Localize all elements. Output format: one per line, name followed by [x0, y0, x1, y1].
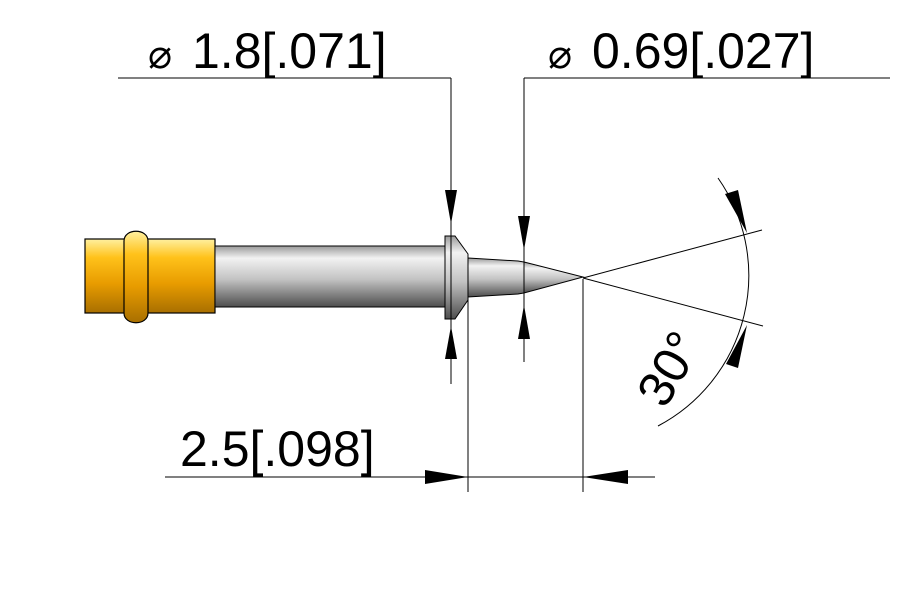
angle-extension-upper	[582, 229, 763, 279]
plunger-neck	[467, 257, 525, 298]
arrow-up-icon	[445, 326, 457, 359]
plunger-shaft	[214, 245, 446, 308]
plunger-collar	[444, 235, 469, 320]
steel-plunger	[214, 235, 585, 320]
angle-label: 30°	[626, 322, 712, 415]
tip-diameter-label: ⌀ 0.69[.027]	[548, 23, 814, 79]
plunger-tip-cone	[523, 261, 585, 294]
arrow-up-icon	[518, 305, 530, 339]
arrow-left-icon	[583, 470, 628, 484]
angle-extension-lower	[582, 277, 764, 327]
tip-diameter-dimension: ⌀ 0.69[.027]	[518, 23, 890, 362]
barrel-crimp-ring	[123, 230, 149, 324]
large-diameter-dimension: ⌀ 1.8[.071]	[118, 23, 457, 384]
angle-dimension: 30°	[582, 177, 764, 427]
length-label: 2.5[.098]	[180, 421, 375, 477]
barrel-body	[84, 238, 216, 314]
arrow-down-icon	[445, 190, 457, 224]
length-dimension: 2.5[.098]	[165, 279, 655, 492]
arrow-icon	[726, 325, 747, 368]
diameter-symbol-icon: ⌀	[548, 33, 572, 77]
gold-barrel	[84, 230, 216, 324]
arrow-down-icon	[518, 216, 530, 250]
diameter-symbol-icon: ⌀	[148, 33, 172, 77]
large-diameter-label: ⌀ 1.8[.071]	[148, 23, 387, 79]
arrow-right-icon	[425, 470, 468, 484]
arrow-icon	[725, 190, 747, 233]
